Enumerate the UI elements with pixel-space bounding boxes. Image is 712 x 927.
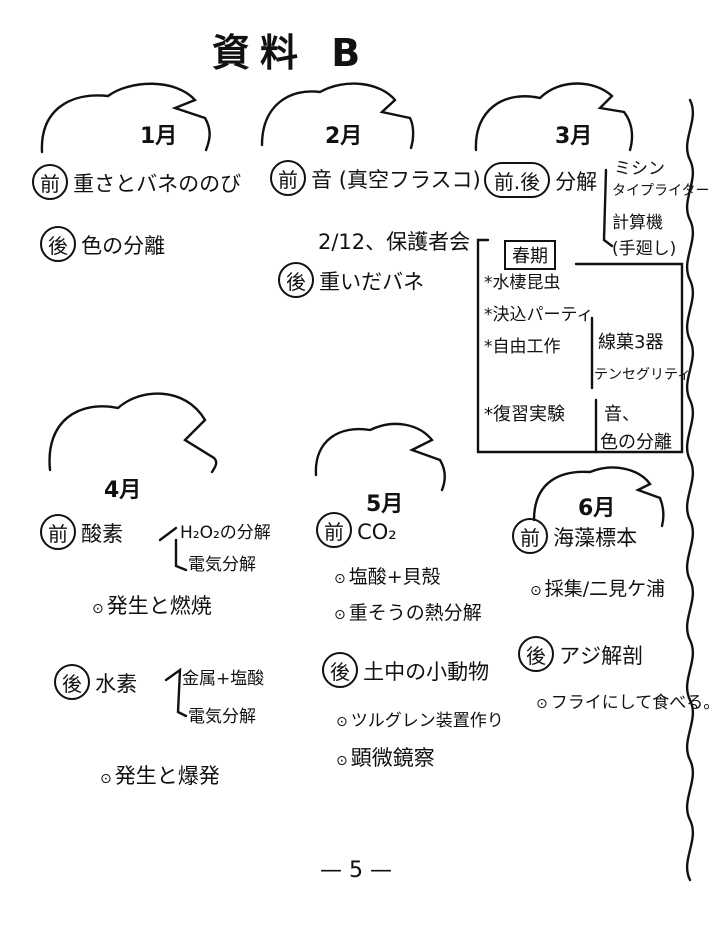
cloud-arc-1 bbox=[40, 82, 211, 154]
soil-activity: ツルグレン装置作り bbox=[336, 706, 504, 731]
seaweed-activity: 採集/二見ケ浦 bbox=[530, 574, 665, 601]
before-text: 音 (真空フラスコ) bbox=[311, 168, 481, 192]
before-text: 海藻標本 bbox=[553, 526, 638, 550]
spring-item: *決込パーティ bbox=[484, 305, 594, 325]
before-row-5: 前 CO₂ bbox=[316, 512, 397, 548]
spring-item: *復習実験 bbox=[484, 404, 565, 425]
cloud-arc-3 bbox=[474, 82, 634, 152]
after-row-4: 後 水素 bbox=[54, 664, 137, 700]
before-after-row-3: 前.後 分解 bbox=[484, 162, 597, 198]
before-after-tag: 前.後 bbox=[484, 162, 550, 198]
before-row-6: 前 海藻標本 bbox=[512, 518, 637, 554]
disassembly-item: タイプライター bbox=[612, 183, 710, 199]
before-tag: 前 bbox=[32, 164, 68, 200]
before-tag: 前 bbox=[512, 518, 548, 554]
month-label-1: 1月 bbox=[140, 124, 178, 149]
disassembly-text: 分解 bbox=[555, 170, 598, 194]
spring-label: 春期 bbox=[504, 240, 556, 270]
hydrogen-method: 電気分解 bbox=[188, 707, 256, 727]
after-text: 色の分離 bbox=[81, 234, 166, 258]
co2-method: 重そうの熱分解 bbox=[334, 598, 482, 625]
oxygen-method: H₂O₂の分解 bbox=[180, 523, 271, 543]
cloud-arc-5 bbox=[314, 422, 446, 492]
after-row-1: 後 色の分離 bbox=[40, 226, 165, 262]
review-item: 色の分離 bbox=[600, 432, 672, 453]
review-item: 音、 bbox=[604, 404, 640, 425]
parents-meeting-note: 2/12、保護者会 bbox=[318, 230, 471, 254]
before-tag: 前 bbox=[316, 512, 352, 548]
before-tag: 前 bbox=[40, 514, 76, 550]
month-label-3: 3月 bbox=[555, 124, 593, 149]
after-tag: 後 bbox=[40, 226, 76, 262]
after-text: 水素 bbox=[95, 672, 138, 696]
hydrogen-method: 金属+塩酸 bbox=[182, 669, 265, 689]
disassembly-item: ミシン bbox=[614, 159, 665, 179]
page-number: — 5 — bbox=[320, 858, 392, 883]
disassembly-item: 計算機 bbox=[612, 213, 663, 233]
after-row-2: 後 重いだバネ bbox=[278, 262, 424, 298]
spring-item: *水棲昆虫 bbox=[484, 273, 561, 293]
after-tag: 後 bbox=[278, 262, 314, 298]
fish-activity: フライにして食べる。 bbox=[536, 688, 712, 713]
page-title: 資料 B bbox=[212, 31, 371, 75]
after-row-5: 後 土中の小動物 bbox=[322, 652, 489, 688]
spring-item: *自由工作 bbox=[484, 337, 561, 357]
craft-item: テンセグリティ bbox=[594, 367, 692, 383]
month-label-6: 6月 bbox=[578, 496, 616, 521]
before-text: 重さとバネののび bbox=[73, 172, 242, 196]
after-text: アジ解剖 bbox=[559, 644, 644, 668]
before-text: CO₂ bbox=[357, 520, 397, 544]
after-tag: 後 bbox=[518, 636, 554, 672]
soil-activity: 顕微鏡察 bbox=[336, 742, 435, 772]
before-row-1: 前 重さとバネののび bbox=[32, 164, 241, 200]
after-text: 土中の小動物 bbox=[363, 660, 490, 684]
month-label-4: 4月 bbox=[104, 478, 142, 503]
after-text: 重いだバネ bbox=[319, 270, 425, 294]
before-tag: 前 bbox=[270, 160, 306, 196]
before-row-2: 前 音 (真空フラスコ) bbox=[270, 160, 481, 196]
oxygen-method: 電気分解 bbox=[188, 555, 256, 575]
cloud-arc-4 bbox=[48, 392, 218, 474]
hydrogen-note: 発生と爆発 bbox=[100, 760, 220, 790]
after-tag: 後 bbox=[54, 664, 90, 700]
oxygen-note: 発生と燃焼 bbox=[92, 590, 212, 620]
month-label-5: 5月 bbox=[366, 492, 404, 517]
before-text: 酸素 bbox=[81, 522, 124, 546]
after-row-6: 後 アジ解剖 bbox=[518, 636, 643, 672]
month-label-2: 2月 bbox=[325, 124, 363, 149]
disassembly-item: (手廻し) bbox=[612, 239, 677, 259]
before-row-4: 前 酸素 bbox=[40, 514, 123, 550]
wavy-margin bbox=[685, 98, 695, 882]
after-tag: 後 bbox=[322, 652, 358, 688]
co2-method: 塩酸+貝殻 bbox=[334, 562, 441, 589]
craft-item: 線菓3器 bbox=[598, 332, 664, 353]
